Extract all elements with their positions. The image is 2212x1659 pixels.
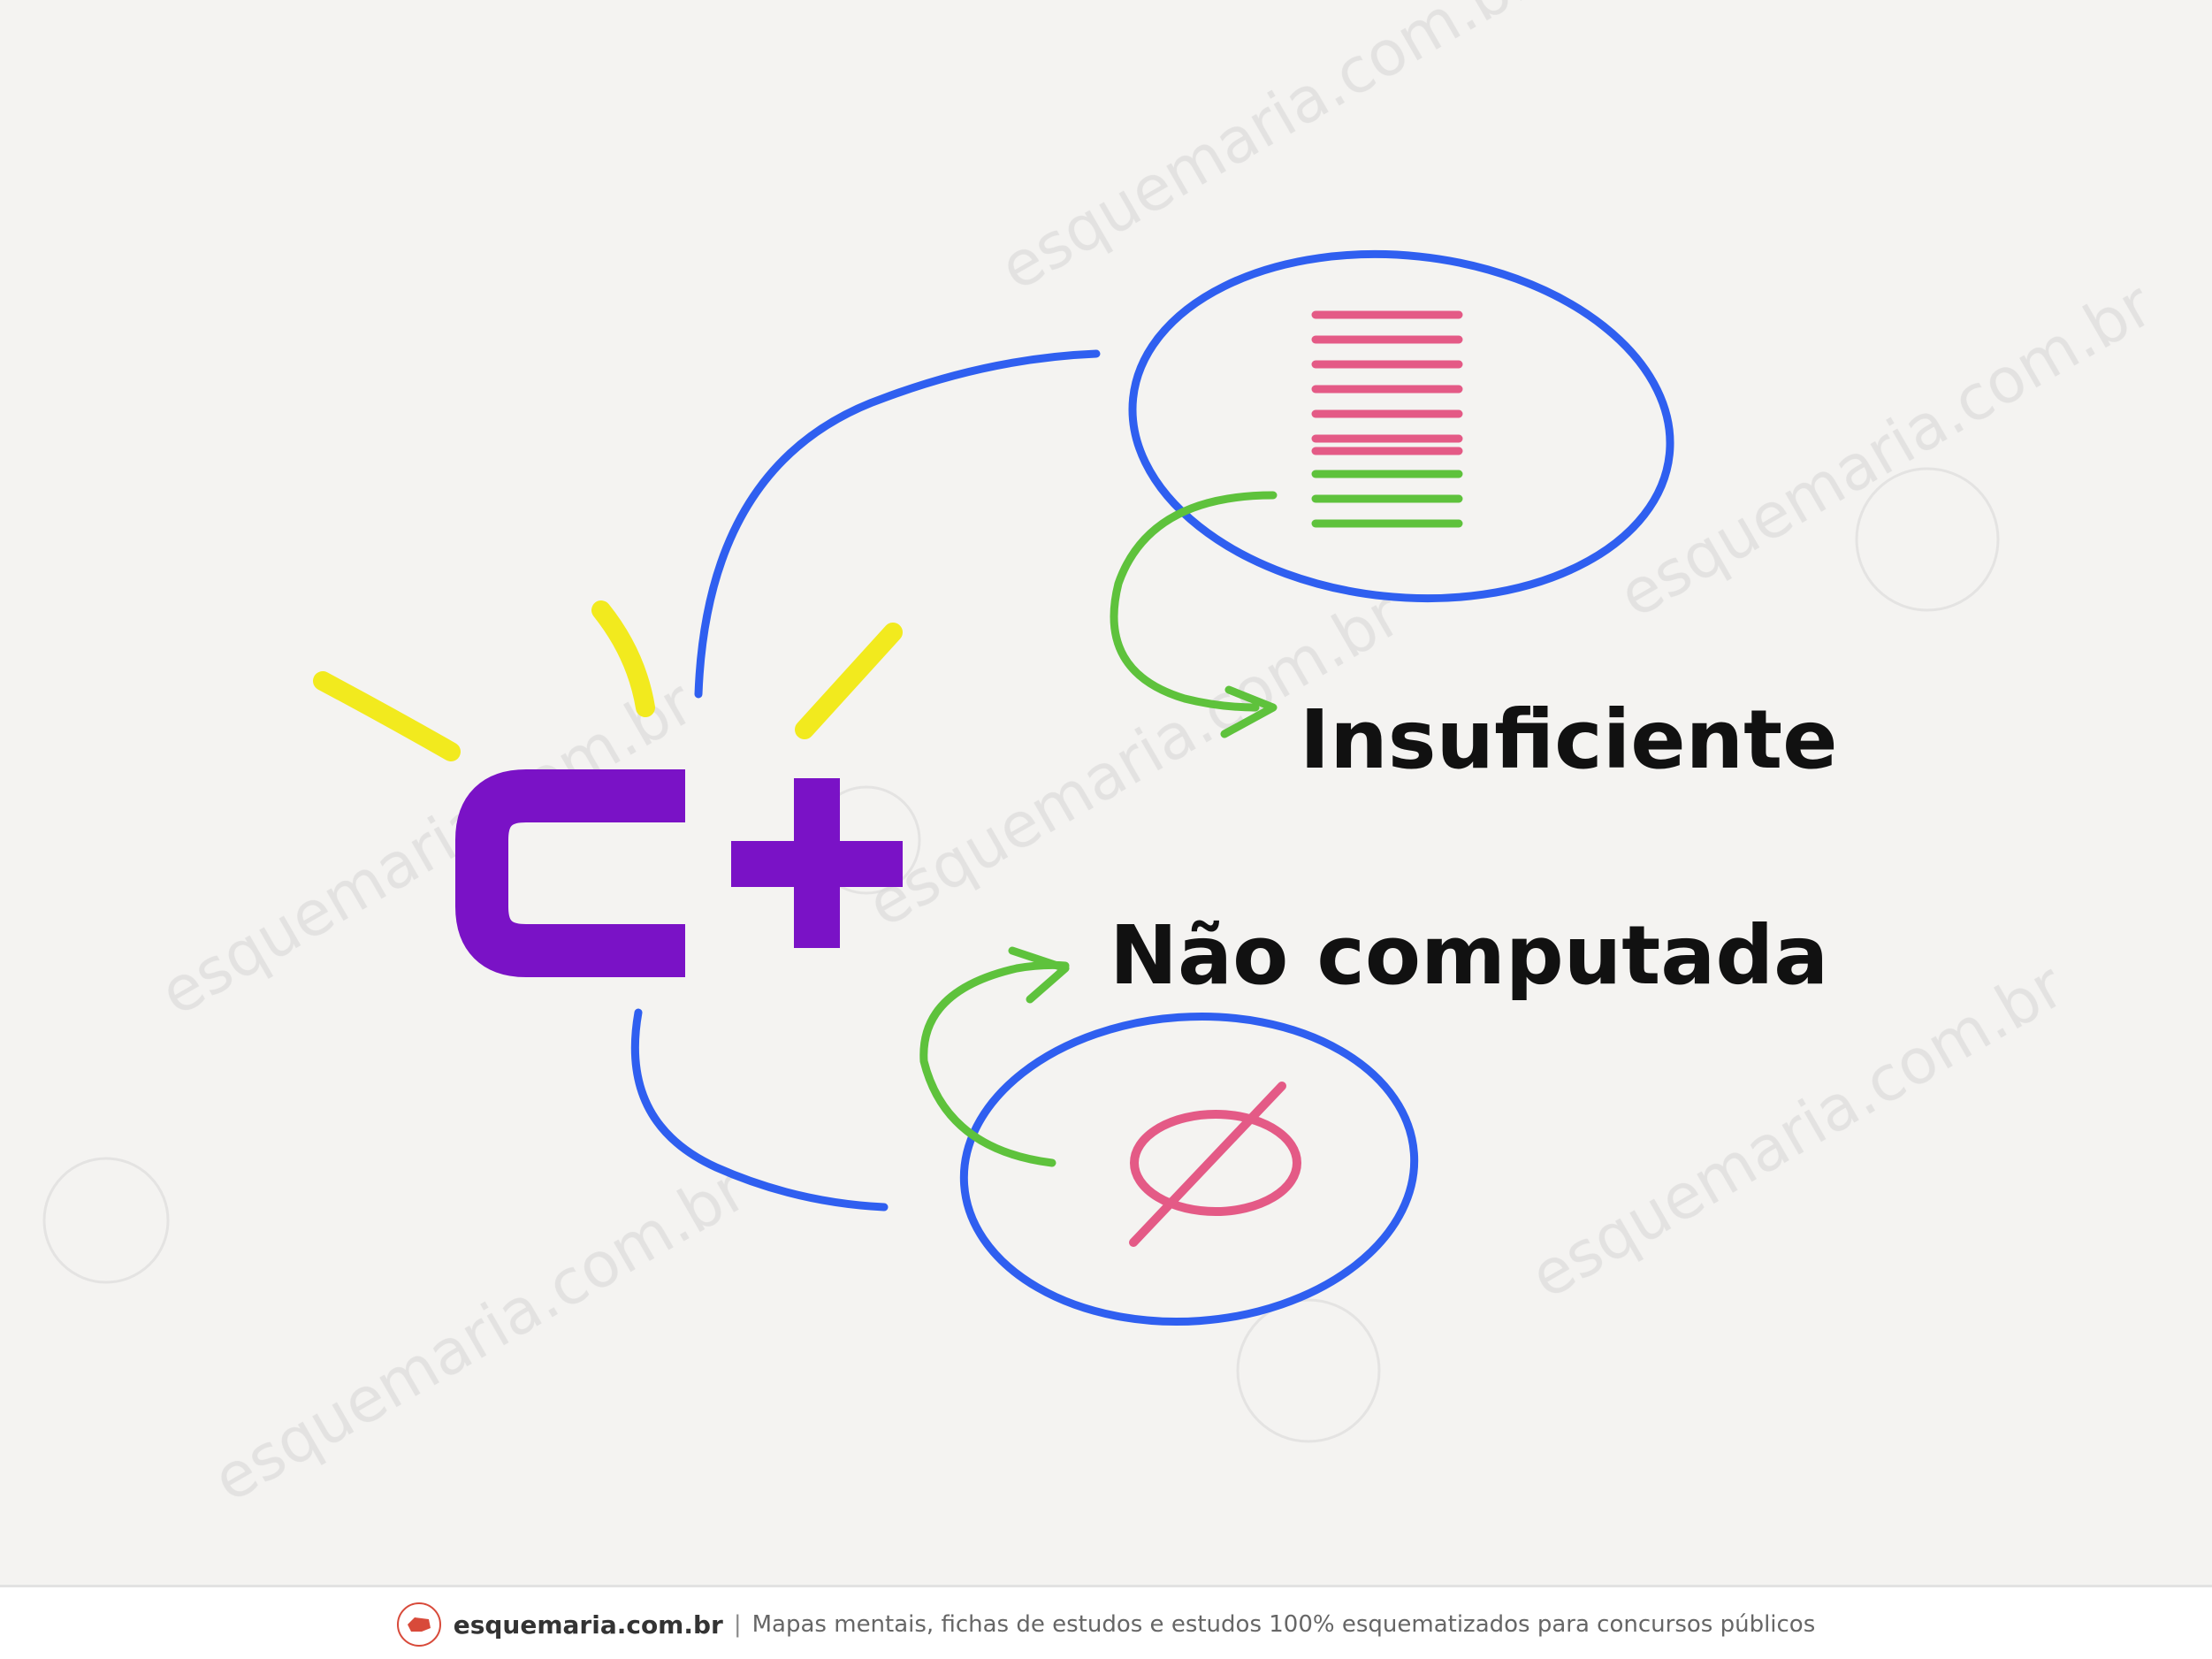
spark-right [795, 623, 903, 739]
insufficient-label: Insuficiente [1300, 692, 1838, 787]
watermark-layer: esquemaria.com.br esquemaria.com.br esqu… [42, 0, 2164, 1517]
arrow-curve [1110, 491, 1278, 712]
spark-left [313, 671, 461, 761]
arrow-to-not-computed [919, 946, 1070, 1167]
footer-site-link[interactable]: esquemaria.com.br [453, 1609, 723, 1640]
highlight-sparks [313, 600, 903, 761]
watermark-seal [1236, 1298, 1381, 1443]
empty-set-circle [1130, 1110, 1301, 1216]
tally-lines [1311, 310, 1463, 528]
grade-c-shape [455, 769, 685, 977]
insufficient-oval [1128, 249, 1674, 603]
grade-mark: C+ [455, 769, 903, 977]
arrow-curve [919, 960, 1070, 1167]
footer-separator: | [733, 1611, 742, 1638]
empty-set-slash [1129, 1082, 1286, 1247]
spark-middle [591, 600, 655, 717]
connector-lower [630, 1008, 889, 1212]
brand-logo-icon [396, 1602, 441, 1647]
not-computed-label: Não computada [1110, 908, 1828, 1003]
grade-plus-horizontal [731, 841, 903, 887]
not-computed-oval [959, 1012, 1419, 1326]
arrow-to-insufficient [1110, 491, 1278, 738]
footer: esquemaria.com.br | Mapas mentais, ficha… [0, 1585, 2212, 1659]
brand-mark-icon [407, 1617, 431, 1632]
footer-tagline: Mapas mentais, fichas de estudos e estud… [751, 1611, 1816, 1638]
connector-upper [694, 349, 1101, 699]
arrow-head [1008, 946, 1070, 1004]
watermark-seal [42, 1157, 170, 1284]
watermark-seal [1855, 467, 2000, 612]
empty-set-symbol: ∅ [1129, 1082, 1301, 1247]
diagram: C+ Insuficiente Não comput [313, 249, 1838, 1326]
arrow-head [1220, 685, 1278, 738]
